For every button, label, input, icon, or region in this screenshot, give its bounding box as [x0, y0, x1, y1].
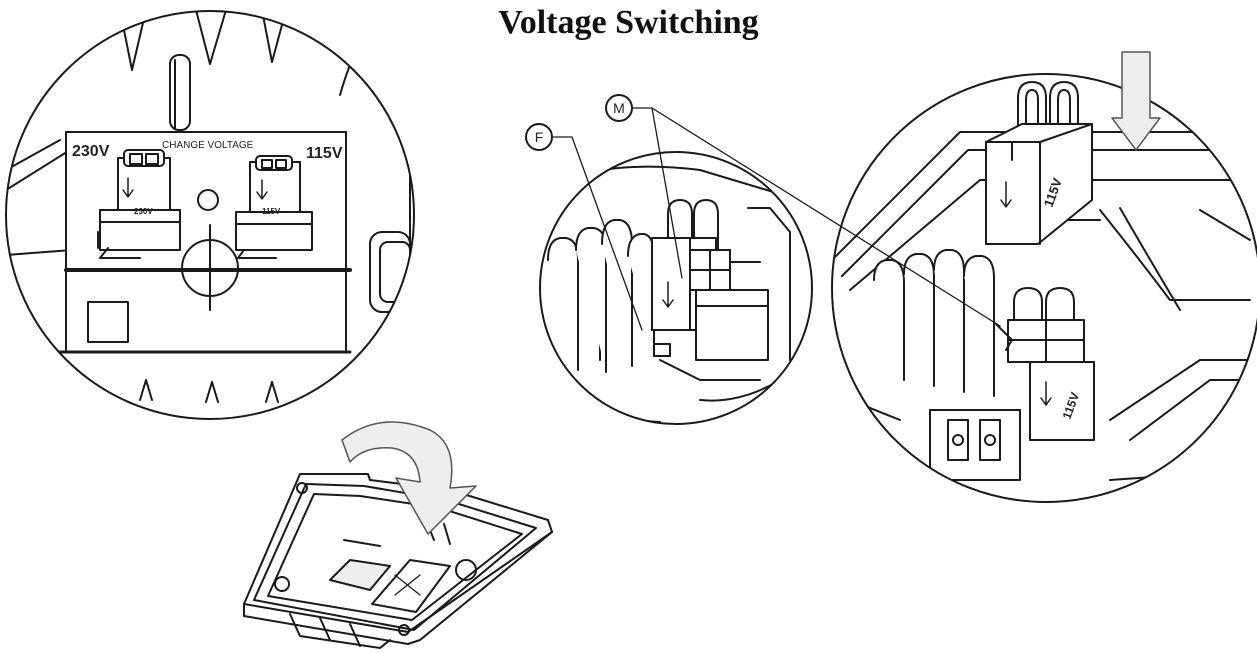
callout-m: M [605, 94, 1001, 327]
down-arrow-icon [1111, 51, 1161, 151]
diagram-title: Voltage Switching [498, 4, 759, 41]
plug-middle [651, 199, 769, 361]
left-zoom-view: 230V CHANGE VOLTAGE 115V 230V 115V [5, 10, 415, 420]
plug-230v [97, 149, 181, 259]
label-change-voltage: CHANGE VOLTAGE [162, 140, 254, 151]
plug-lower-right [995, 287, 1095, 441]
callout-m-label: M [613, 100, 625, 116]
middle-zoom-view [539, 151, 813, 425]
label-115v: 115V [306, 145, 343, 162]
plug-upper-right [985, 81, 1093, 245]
curved-arrow-icon [341, 421, 477, 535]
plug-label-230v: 230V [134, 207, 153, 216]
cover-assembly [243, 421, 553, 649]
label-230v: 230V [72, 143, 110, 160]
callout-f: F [525, 123, 643, 331]
callout-f-label: F [535, 129, 544, 145]
plug-label-115v: 115V [262, 207, 281, 216]
plug-115v-left-panel [235, 155, 313, 259]
right-zoom-view: 115V 115V [831, 51, 1257, 503]
